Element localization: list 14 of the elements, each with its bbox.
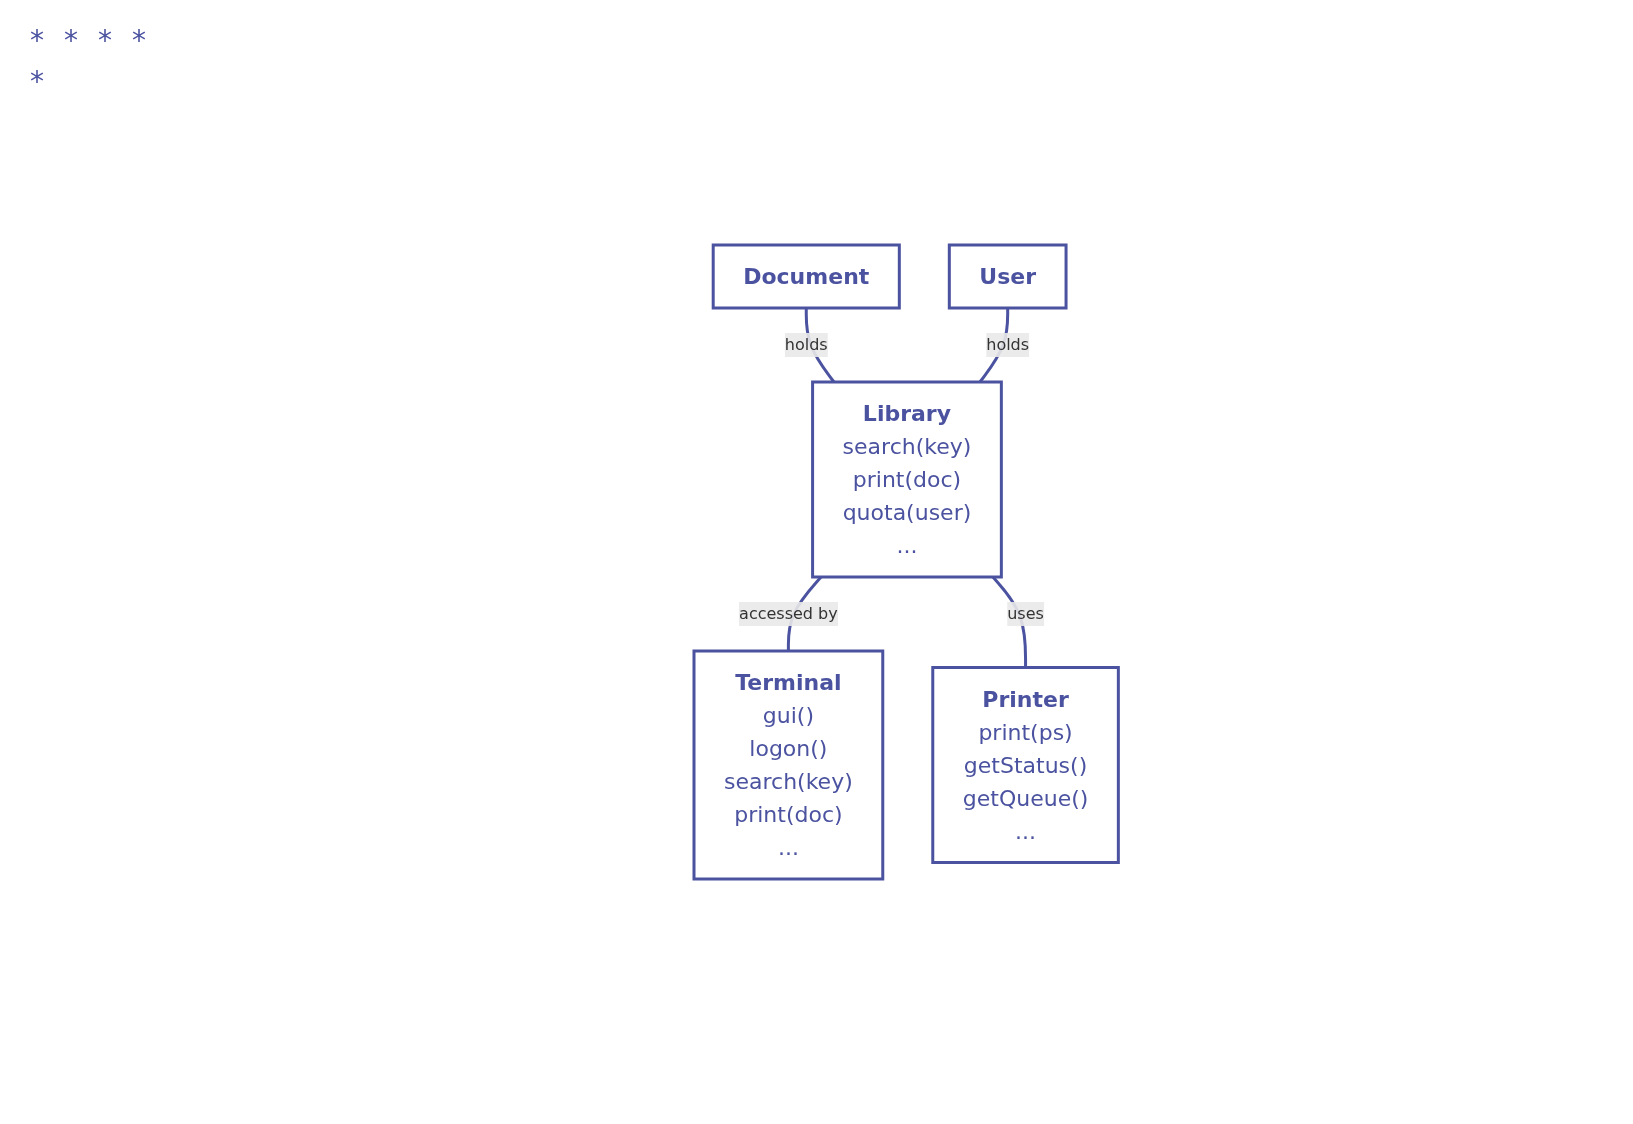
node-box: User: [948, 243, 1068, 310]
multiplicity-label: *: [30, 24, 44, 57]
node-box: Terminal gui() logon() search(key) print(doc) ...: [692, 649, 885, 881]
multiplicity-label: *: [132, 24, 146, 57]
edge-label: holds: [986, 335, 1030, 354]
multiplicity-label: *: [98, 24, 112, 57]
node-box: Printer print(ps) getStatus() getQueue() ...: [931, 666, 1121, 864]
edge-label: holds: [785, 335, 829, 354]
edge-label: uses: [1007, 604, 1045, 623]
multiplicity-label: *: [30, 65, 44, 98]
edge-label: accessed by: [739, 604, 839, 623]
node-box: Document: [712, 243, 902, 310]
multiplicity-label: *: [64, 24, 78, 57]
node-box: Library search(key) print(doc) quota(user) ...: [811, 380, 1004, 579]
